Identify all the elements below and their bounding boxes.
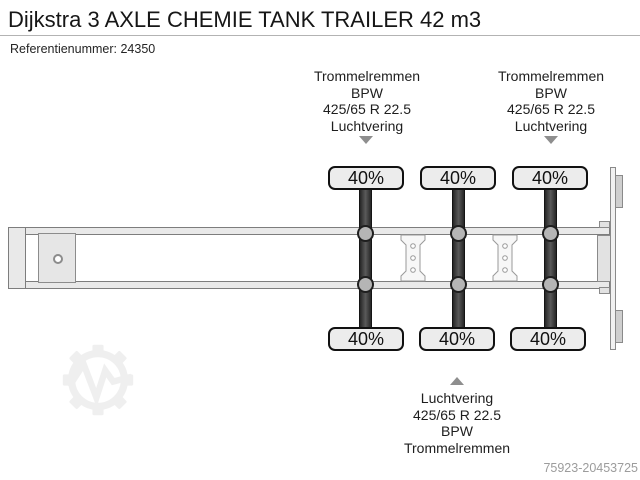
chassis-top-rail xyxy=(8,227,610,235)
axle-bar-2 xyxy=(452,188,465,329)
spec-line: Luchtvering xyxy=(330,117,404,134)
rear-bracket xyxy=(599,287,610,294)
kingpin xyxy=(53,254,63,264)
tire-load-badge: 40% xyxy=(419,327,495,351)
wheel-hub xyxy=(450,225,467,242)
wheel-hub xyxy=(542,276,559,293)
wheel-hub xyxy=(357,276,374,293)
rear-crossmember xyxy=(597,235,611,282)
rear-lamp xyxy=(615,310,623,343)
chassis-bottom-rail xyxy=(8,281,610,289)
tire-load-badge: 40% xyxy=(420,166,496,190)
spec-line: BPW xyxy=(535,84,567,101)
rear-bumper-bar xyxy=(610,167,616,350)
spec-line: BPW xyxy=(441,423,473,439)
axle-spec-top-left: Trommelremmen BPW 425/65 R 22.5 Luchtver… xyxy=(267,68,467,134)
tire-load-badge: 40% xyxy=(328,327,404,351)
rear-lamp xyxy=(615,175,623,208)
tire-load-badge: 40% xyxy=(512,166,588,190)
spec-line: Trommelremmen xyxy=(497,68,605,84)
reference-number: Referentienummer: 24350 xyxy=(10,42,156,56)
spec-line: Luchtvering xyxy=(420,390,494,406)
title-divider xyxy=(0,35,640,36)
axle-spec-bottom: Luchtvering 425/65 R 22.5 BPW Trommelrem… xyxy=(357,390,557,456)
down-arrow-icon xyxy=(359,136,373,144)
chassis-crossmember xyxy=(400,234,426,282)
spec-line: 425/65 R 22.5 xyxy=(413,406,501,423)
spec-line: Trommelremmen xyxy=(403,439,511,456)
chassis-front-cap xyxy=(8,227,26,289)
spec-line: Trommelremmen xyxy=(313,68,421,84)
axle-spec-top-right: Trommelremmen BPW 425/65 R 22.5 Luchtver… xyxy=(451,68,640,134)
spec-line: BPW xyxy=(351,84,383,101)
page-title: Dijkstra 3 AXLE CHEMIE TANK TRAILER 42 m… xyxy=(8,7,482,32)
tire-load-badge: 40% xyxy=(510,327,586,351)
wheel-hub xyxy=(450,276,467,293)
down-arrow-icon xyxy=(544,136,558,144)
chassis-crossmember xyxy=(492,234,518,282)
axle-bar-3 xyxy=(544,188,557,329)
photo-id: 75923-20453725 xyxy=(543,461,638,475)
spec-line: 425/65 R 22.5 xyxy=(323,101,411,117)
up-arrow-icon xyxy=(450,377,464,385)
wheel-hub xyxy=(357,225,374,242)
rear-bracket xyxy=(599,221,610,228)
spec-line: Luchtvering xyxy=(514,117,588,134)
tire-load-badge: 40% xyxy=(328,166,404,190)
kingpin-plate xyxy=(38,233,76,283)
spec-line: 425/65 R 22.5 xyxy=(507,101,595,117)
axle-bar-1 xyxy=(359,188,372,329)
wheel-hub xyxy=(542,225,559,242)
gear-watermark-icon xyxy=(62,344,134,416)
